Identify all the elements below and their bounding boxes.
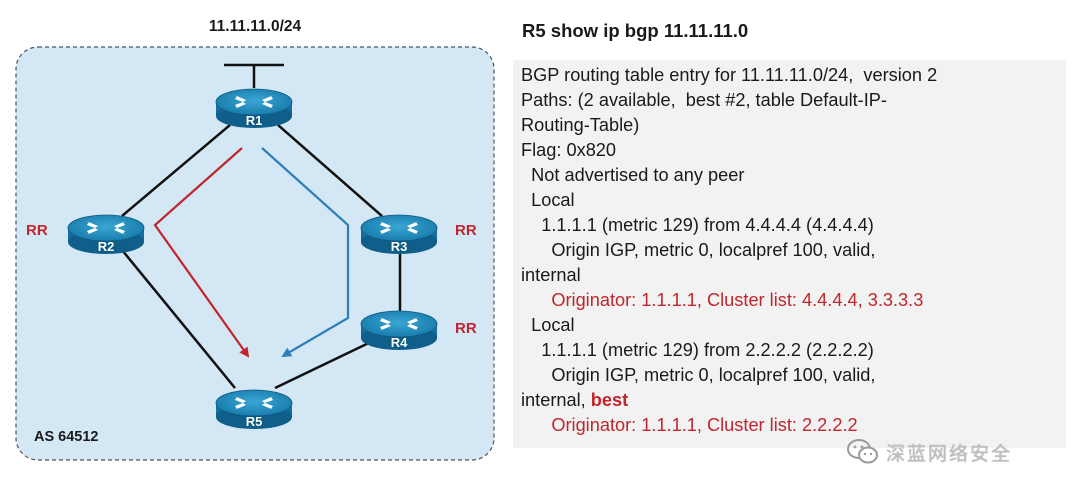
output-line-15-originator: Originator: 1.1.1.1, Cluster list: 2.2.2… <box>521 415 858 435</box>
output-line-13: Origin IGP, metric 0, localpref 100, val… <box>521 365 876 385</box>
output-line-12: 1.1.1.1 (metric 129) from 2.2.2.2 (2.2.2… <box>521 340 874 360</box>
link-r1-r2 <box>121 124 231 217</box>
cli-output-panel <box>513 60 1066 448</box>
output-line-2: Paths: (2 available, best #2, table Defa… <box>521 90 887 110</box>
best-marker: best <box>590 390 629 410</box>
as-area <box>15 46 495 461</box>
link-r2-r5 <box>121 249 236 389</box>
best-path-arrow-red <box>153 147 250 358</box>
links <box>121 124 402 390</box>
output-line-10-originator: Originator: 1.1.1.1, Cluster list: 4.4.4… <box>521 290 924 310</box>
watermark: 深蓝网络安全 <box>846 434 1066 470</box>
output-line-7: 1.1.1.1 (metric 129) from 4.4.4.4 (4.4.4… <box>521 215 874 235</box>
alt-path-arrow-blue <box>261 147 350 358</box>
link-r1-r3 <box>277 124 383 217</box>
rr-label-r4: RR <box>455 320 477 337</box>
router-r1-label: R1 <box>245 113 263 128</box>
output-title: R5 show ip bgp 11.11.11.0 <box>522 20 749 41</box>
output-line-1: BGP routing table entry for 11.11.11.0/2… <box>521 65 938 85</box>
router-r2-label: R2 <box>97 239 115 254</box>
link-r4-r5 <box>274 338 376 390</box>
output-line-6: Local <box>521 190 575 210</box>
output-line-4: Flag: 0x820 <box>521 140 617 160</box>
network-topology <box>15 46 495 461</box>
output-line-5: Not advertised to any peer <box>521 165 745 185</box>
rr-label-r3: RR <box>455 222 477 239</box>
wechat-icon <box>847 439 878 464</box>
router-r4-label: R4 <box>390 335 408 350</box>
prefix-label: 11.11.11.0/24 <box>208 18 302 35</box>
output-line-11: Local <box>521 315 575 335</box>
output-line-3: Routing-Table) <box>521 115 640 135</box>
router-r5-label: R5 <box>245 414 263 429</box>
watermark-text: 深蓝网络安全 <box>886 443 1013 465</box>
output-line-9: internal <box>521 265 581 285</box>
output-line-8: Origin IGP, metric 0, localpref 100, val… <box>521 240 876 260</box>
router-r3-label: R3 <box>390 239 408 254</box>
as-label: AS 64512 <box>34 429 99 445</box>
output-line-14: internal, best <box>521 388 628 412</box>
internal-text: internal, <box>521 390 591 410</box>
rr-label-r2: RR <box>26 222 48 239</box>
